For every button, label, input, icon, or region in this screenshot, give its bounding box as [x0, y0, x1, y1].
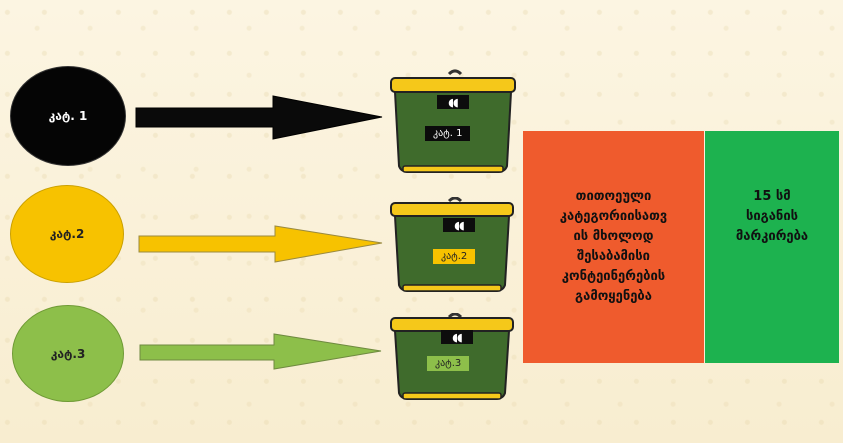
category-2-label: კატ.2 [49, 227, 85, 241]
category-1-label: კატ. 1 [48, 109, 88, 123]
container-bin-2: ◖◖ კატ.2 [387, 197, 517, 297]
bin-icon [390, 197, 514, 292]
bin-icon [390, 69, 516, 173]
category-3-label: კატ.3 [50, 346, 86, 361]
category-3-circle: კატ.3 [12, 305, 124, 402]
eyes-icon: ◖◖ [437, 95, 469, 109]
arrow-cat2 [138, 225, 383, 263]
arrow-cat3 [139, 333, 382, 370]
container-2-tag: კატ.2 [433, 249, 476, 264]
container-bin-1: ◖◖ კატ. 1 [387, 68, 517, 173]
usage-rule-text: თითოეული კატეგორიისათვ ის მხოლოდ შესაბამ… [559, 189, 668, 304]
eyes-icon: ◖◖ [443, 218, 475, 232]
category-1-circle: კატ. 1 [10, 66, 126, 166]
usage-rule-box: თითოეული კატეგორიისათვ ის მხოლოდ შესაბამ… [523, 131, 704, 363]
container-3-tag: კატ.3 [427, 356, 470, 371]
marking-box: 15 სმ სიგანის მარკირება [705, 131, 839, 363]
arrow-cat1 [135, 95, 383, 140]
category-2-circle: კატ.2 [10, 185, 124, 283]
marking-text: 15 სმ სიგანის მარკირება [735, 189, 809, 244]
container-bin-3: ◖◖ კატ.3 [387, 313, 517, 413]
container-1-tag: კატ. 1 [425, 126, 471, 141]
eyes-icon: ◖◖ [441, 330, 473, 344]
